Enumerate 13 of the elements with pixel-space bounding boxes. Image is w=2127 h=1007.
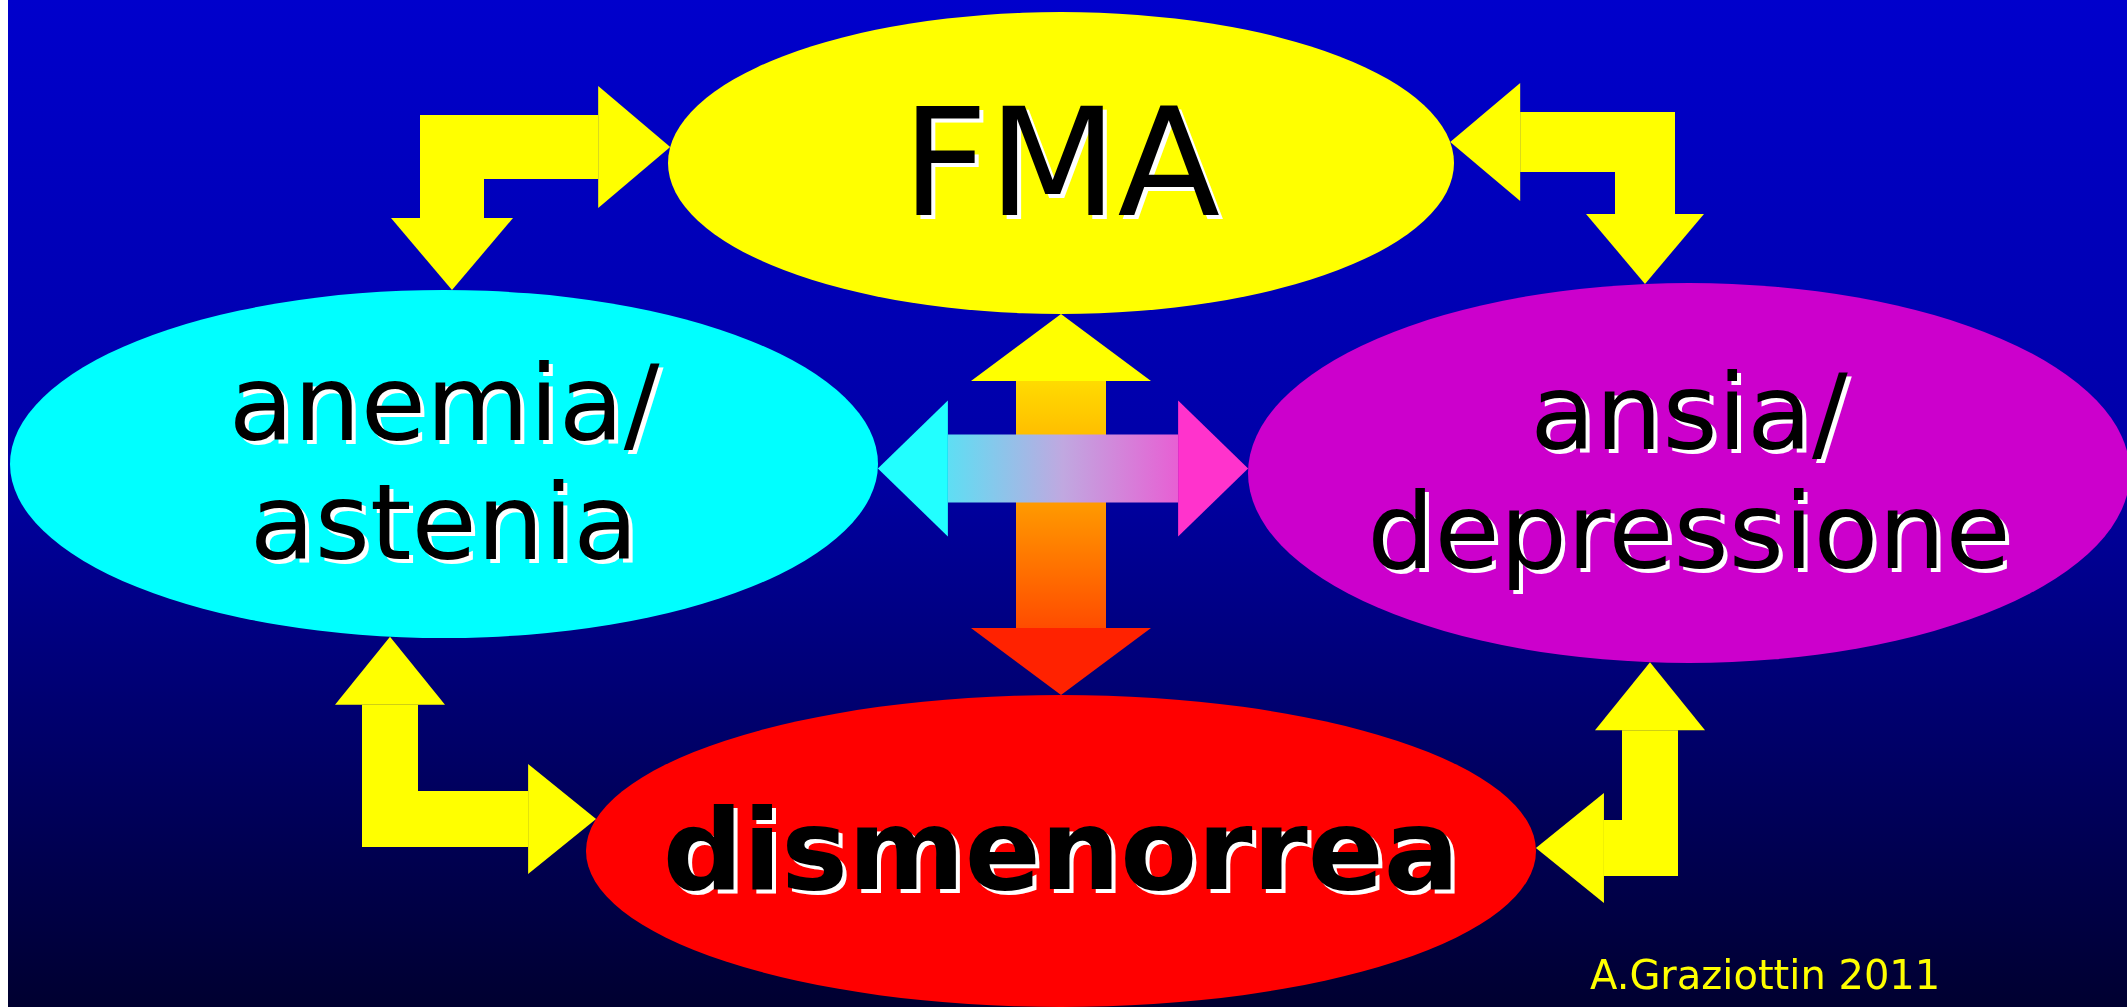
block-arrow: [391, 86, 671, 291]
block-arrow: [877, 400, 1249, 537]
node-label: FMA: [901, 79, 1221, 247]
block-arrow: [1450, 83, 1704, 284]
ellipse-node: [10, 290, 878, 638]
ellipse-node: [668, 12, 1454, 314]
author-credit: A.Graziottin 2011: [1590, 952, 1941, 998]
node-label: ansia/ depressione: [1366, 354, 2012, 592]
block-arrow: [971, 314, 1151, 695]
node-label: anemia/ astenia: [227, 345, 661, 583]
node-label: dismenorrea: [662, 788, 1460, 914]
block-arrow: [335, 636, 597, 874]
ellipse-node: [586, 695, 1536, 1007]
